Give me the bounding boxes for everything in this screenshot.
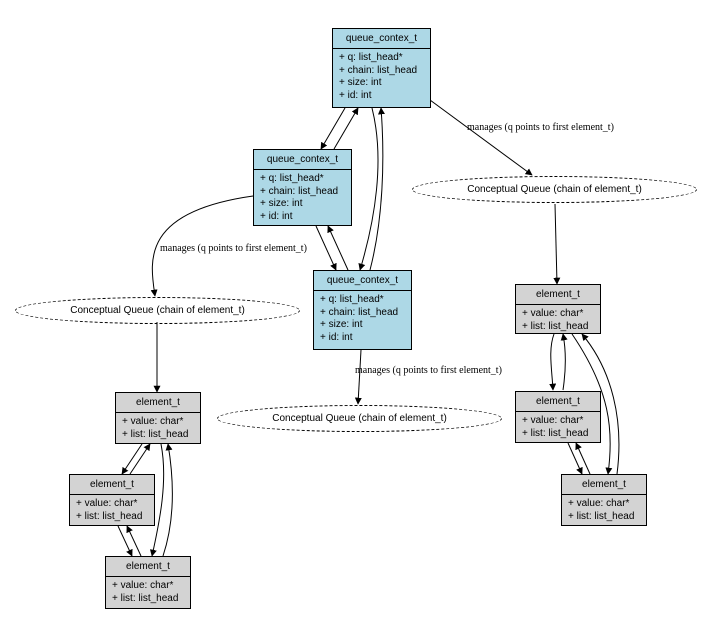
edge-queue-right bbox=[553, 203, 561, 285]
edge-label-manages-1: manages (q points to first element_t) bbox=[467, 122, 614, 133]
field-q: + q: list_head* bbox=[339, 52, 403, 63]
edge-ctx2-ctx1 bbox=[333, 107, 359, 150]
field-id: + id: int bbox=[339, 89, 372, 101]
field-list: + list: list_head bbox=[122, 428, 189, 440]
edge-ctx3-manages bbox=[354, 349, 362, 405]
field-list: + list: list_head bbox=[568, 510, 635, 522]
class-element-t-l3: element_t + value: char* + list: list_he… bbox=[105, 556, 191, 609]
class-name: queue_contex_t bbox=[314, 271, 411, 291]
edge-ctx1-manages bbox=[429, 99, 533, 176]
class-queue-contex-t-2: queue_contex_t + q: list_head* + chain: … bbox=[253, 149, 352, 226]
field-id: + id: int bbox=[320, 331, 353, 343]
class-queue-contex-t-1: queue_contex_t + q: list_head* + chain: … bbox=[332, 28, 431, 108]
field-size: + size: int bbox=[320, 319, 363, 330]
class-element-t-r1: element_t + value: char* + list: list_he… bbox=[515, 284, 601, 334]
field-list: + list: list_head bbox=[522, 427, 589, 439]
edge-ctx1-ctx3 bbox=[358, 107, 379, 271]
class-element-t-l1: element_t + value: char* + list: list_he… bbox=[115, 392, 201, 444]
edge-l2-l1 bbox=[129, 443, 151, 475]
edge-l1-l2 bbox=[121, 443, 143, 475]
field-q: + q: list_head* bbox=[320, 294, 384, 305]
class-name: element_t bbox=[516, 392, 600, 412]
edge-l3-l2 bbox=[126, 525, 142, 557]
field-chain: + chain: list_head bbox=[260, 185, 339, 197]
edge-ctx2-ctx3 bbox=[315, 225, 337, 271]
class-name: element_t bbox=[562, 475, 646, 495]
edge-label-manages-2: manages (q points to first element_t) bbox=[160, 243, 307, 254]
class-name: element_t bbox=[116, 393, 200, 413]
field-size: + size: int bbox=[339, 77, 382, 88]
edge-ctx3-ctx2 bbox=[327, 225, 349, 271]
class-name: element_t bbox=[516, 285, 600, 305]
edge-r3-r2 bbox=[575, 442, 591, 475]
edge-r3-r1 bbox=[581, 333, 620, 475]
field-list: + list: list_head bbox=[522, 320, 589, 332]
class-queue-contex-t-3: queue_contex_t + q: list_head* + chain: … bbox=[313, 270, 412, 350]
field-value: + value: char* bbox=[522, 308, 584, 319]
field-list: + list: list_head bbox=[112, 592, 179, 604]
edge-l1-l3 bbox=[149, 443, 165, 557]
edge-r2-r3 bbox=[567, 442, 583, 475]
field-value: + value: char* bbox=[568, 498, 630, 509]
field-value: + value: char* bbox=[122, 416, 184, 427]
field-value: + value: char* bbox=[76, 498, 138, 509]
field-chain: + chain: list_head bbox=[339, 64, 418, 76]
edge-l2-l3 bbox=[117, 525, 133, 557]
conceptual-queue-left: Conceptual Queue (chain of element_t) bbox=[15, 297, 300, 324]
conceptual-queue-middle: Conceptual Queue (chain of element_t) bbox=[217, 405, 502, 432]
edge-r1-r3 bbox=[571, 333, 613, 475]
edge-ctx1-ctx2 bbox=[320, 107, 346, 150]
edge-l3-l1 bbox=[162, 443, 173, 557]
field-list: + list: list_head bbox=[76, 510, 143, 522]
edge-ctx3-ctx1 bbox=[369, 107, 385, 271]
class-name: queue_contex_t bbox=[333, 29, 430, 49]
conceptual-queue-right: Conceptual Queue (chain of element_t) bbox=[412, 176, 697, 203]
field-id: + id: int bbox=[260, 210, 293, 222]
field-value: + value: char* bbox=[522, 415, 584, 426]
class-name: queue_contex_t bbox=[254, 150, 351, 170]
field-size: + size: int bbox=[260, 198, 303, 209]
class-element-t-l2: element_t + value: char* + list: list_he… bbox=[69, 474, 155, 526]
class-name: element_t bbox=[70, 475, 154, 495]
edge-label-manages-3: manages (q points to first element_t) bbox=[355, 365, 502, 376]
class-element-t-r2: element_t + value: char* + list: list_he… bbox=[515, 391, 601, 443]
field-q: + q: list_head* bbox=[260, 173, 324, 184]
edge-r1-r2 bbox=[549, 333, 557, 391]
class-element-t-r3: element_t + value: char* + list: list_he… bbox=[561, 474, 647, 526]
class-name: element_t bbox=[106, 557, 190, 577]
field-chain: + chain: list_head bbox=[320, 306, 399, 318]
edge-r2-r1 bbox=[560, 333, 568, 391]
edge-ctx2-manages bbox=[150, 195, 254, 297]
field-value: + value: char* bbox=[112, 580, 174, 591]
